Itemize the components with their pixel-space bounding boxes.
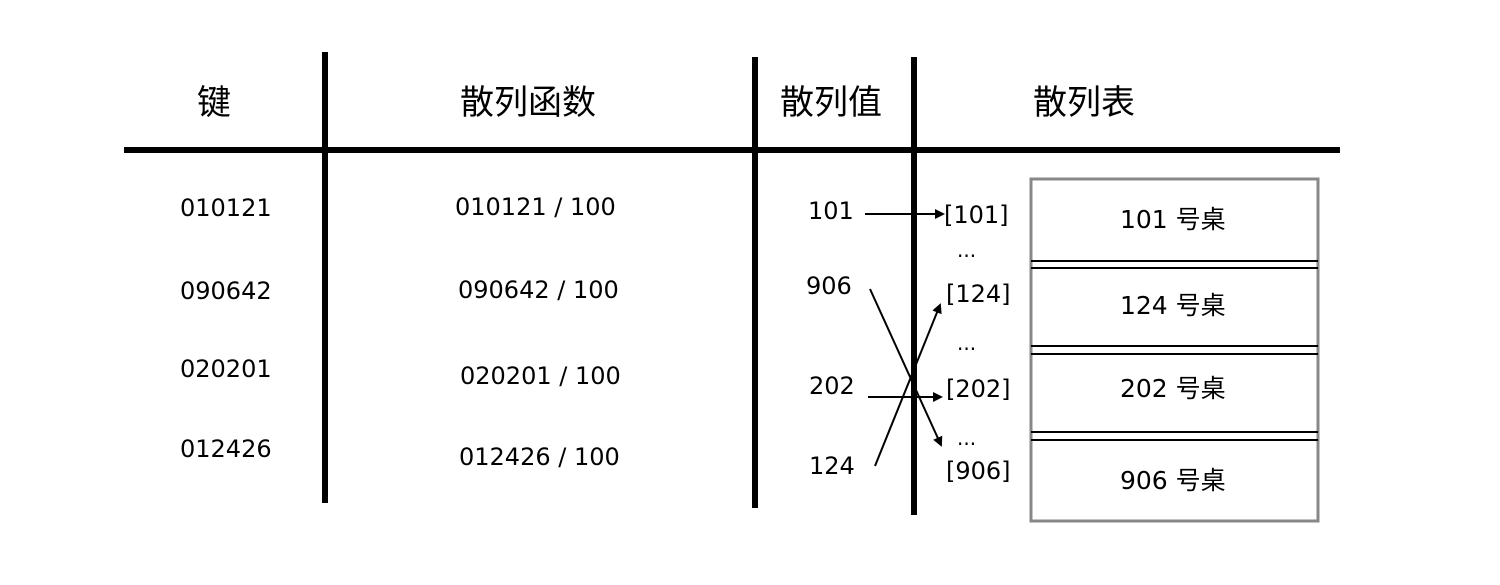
ellipsis: ... xyxy=(957,426,977,450)
hash-function-cell: 020201 / 100 xyxy=(460,362,621,390)
header-key: 键 xyxy=(197,83,231,123)
key-cell: 012426 xyxy=(180,435,272,463)
header-hash-value: 散列值 xyxy=(780,83,882,123)
hash-table-box xyxy=(1029,177,1320,523)
hash-value-cell: 124 xyxy=(809,452,855,480)
key-cell: 090642 xyxy=(180,277,272,305)
table-entry: 101 号桌 xyxy=(1120,205,1226,234)
key-cell: 020201 xyxy=(180,355,272,383)
header-hash-function: 散列函数 xyxy=(460,83,596,123)
table-index: [202] xyxy=(946,375,1011,403)
table-index: [124] xyxy=(946,280,1011,308)
hash-value-cell: 202 xyxy=(809,372,855,400)
arrow-906 xyxy=(869,288,943,447)
table-entry: 202 号桌 xyxy=(1120,374,1226,403)
key-cell: 010121 xyxy=(180,194,272,222)
hash-function-cell: 010121 / 100 xyxy=(455,193,616,221)
ellipsis: ... xyxy=(957,331,977,355)
table-entry: 124 号桌 xyxy=(1120,291,1226,320)
hash-value-cell: 101 xyxy=(808,197,854,225)
table-entry: 906 号桌 xyxy=(1120,466,1226,495)
arrow-124 xyxy=(874,303,942,467)
header-hash-table: 散列表 xyxy=(1033,83,1135,123)
hash-value-cell: 906 xyxy=(806,272,852,300)
ellipsis: ... xyxy=(957,238,977,262)
hash-function-cell: 090642 / 100 xyxy=(458,276,619,304)
table-index: [906] xyxy=(946,457,1011,485)
table-index: [101] xyxy=(944,201,1009,229)
hash-function-cell: 012426 / 100 xyxy=(459,443,620,471)
